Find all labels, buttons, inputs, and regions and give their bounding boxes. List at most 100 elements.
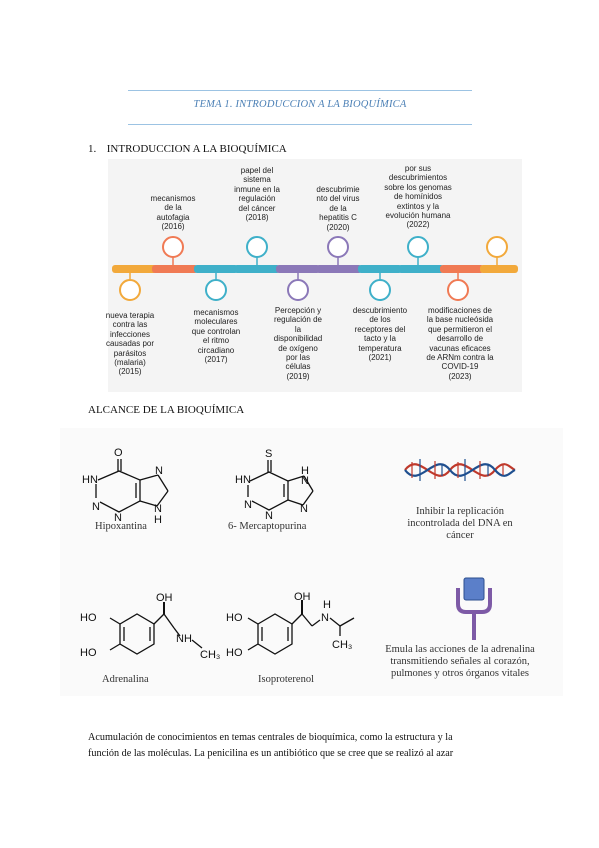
timeline-label-line: de los bbox=[369, 315, 391, 325]
timeline-label-line: por sus bbox=[404, 164, 432, 173]
timeline-label-line: del cáncer bbox=[238, 203, 276, 213]
timeline-node bbox=[447, 279, 469, 301]
timeline-node bbox=[369, 279, 391, 301]
timeline-node bbox=[246, 236, 268, 258]
timeline-label-line: (2022) bbox=[406, 220, 430, 230]
atom-label: OH bbox=[156, 592, 173, 604]
timeline-label-line: de ARNm contra la bbox=[426, 353, 494, 363]
atom-label: N bbox=[301, 475, 309, 487]
section-number: 1. bbox=[88, 143, 97, 155]
mercaptopurine-structure bbox=[247, 460, 314, 511]
atom-label: HO bbox=[226, 647, 243, 659]
timeline-label-line: mecanismos bbox=[150, 194, 196, 203]
atom-label: HO bbox=[80, 647, 97, 659]
timeline-node bbox=[407, 236, 429, 258]
timeline-segment bbox=[358, 265, 402, 273]
timeline-label-line: (malaria) bbox=[114, 358, 146, 368]
caption-line: Inhibir la replicación bbox=[415, 506, 505, 517]
adrenergic-receptor-icon bbox=[456, 577, 492, 640]
timeline-label-line: (2020) bbox=[326, 222, 350, 232]
body-paragraph: Acumulación de conocimientos en temas ce… bbox=[88, 730, 508, 762]
timeline-label-line: sobre los genomas bbox=[384, 182, 452, 192]
timeline-label-line: hepatitis C bbox=[319, 213, 357, 223]
timeline-label-line: descubrimie bbox=[316, 185, 360, 194]
caption-line: Emula las acciones de la adrenalina bbox=[385, 644, 535, 655]
alcance-heading: ALCANCE DE LA BIOQUÍMICA bbox=[88, 404, 245, 416]
timeline-label-line: de la bbox=[329, 203, 347, 213]
timeline-node bbox=[327, 236, 349, 258]
dna-helix-icon bbox=[404, 459, 516, 481]
timeline-label-line: desarrollo de bbox=[436, 334, 484, 344]
caption-line: cáncer bbox=[446, 530, 474, 541]
timeline-label-line: disponibilidad bbox=[273, 334, 323, 344]
timeline-segment bbox=[112, 265, 157, 273]
header-rule-top bbox=[128, 90, 472, 91]
timeline-label-line: (2016) bbox=[161, 222, 185, 232]
isoproterenol-structure bbox=[247, 600, 355, 655]
timeline-label-line: que controlan bbox=[191, 326, 241, 336]
timeline-label-line: temperatura bbox=[358, 343, 402, 353]
timeline-label-line: la bbox=[294, 324, 302, 334]
atom-label: NH bbox=[176, 633, 192, 645]
caption-line: pulmones y otros órganos vitales bbox=[390, 668, 530, 679]
atom-label: N bbox=[154, 503, 162, 515]
timeline-segment bbox=[398, 265, 444, 273]
timeline-node bbox=[119, 279, 141, 301]
atom-label: H bbox=[154, 514, 162, 526]
atom-label: H bbox=[301, 465, 309, 477]
timeline-label-line: de la bbox=[164, 203, 182, 213]
adrenaline-structure bbox=[109, 602, 203, 655]
header-rule-bottom bbox=[128, 124, 472, 125]
timeline-label-line: de homínidos bbox=[393, 192, 443, 202]
caption-line: transmitiendo señales al corazón, bbox=[390, 656, 530, 667]
biochemistry-scope-figure: O HN N N N N H Hipoxantina S HN N N H N … bbox=[60, 428, 563, 696]
timeline-node bbox=[162, 236, 184, 258]
atom-label: N bbox=[300, 503, 308, 515]
timeline-label-line: la base nucleósida bbox=[426, 315, 494, 325]
timeline-label-line: contra las bbox=[112, 320, 148, 330]
timeline-node bbox=[486, 236, 508, 258]
caption-line: incontrolada del DNA en bbox=[407, 518, 513, 529]
atom-label: HO bbox=[226, 612, 243, 624]
timeline-label-line: modificaciones de bbox=[427, 306, 493, 315]
timeline-label-line: descubrimientos bbox=[388, 173, 448, 183]
timeline-label-line: (2017) bbox=[204, 355, 228, 365]
atom-label: N bbox=[321, 612, 329, 624]
atom-label: N bbox=[114, 512, 122, 524]
timeline-label-line: Percepción y bbox=[274, 306, 322, 315]
timeline-label-line: el ritmo bbox=[202, 336, 230, 346]
atom-label: N bbox=[244, 499, 252, 511]
timeline-label-line: (2018) bbox=[245, 213, 269, 223]
timeline-label-line: parásitos bbox=[113, 348, 147, 358]
timeline-label-line: descubrimiento bbox=[352, 306, 408, 315]
paragraph-line: Acumulación de conocimientos en temas ce… bbox=[88, 732, 453, 743]
timeline-segment bbox=[234, 265, 280, 273]
timeline-segment bbox=[194, 265, 238, 273]
timeline-label-line: que permitieron el bbox=[427, 324, 493, 334]
atom-label: OH bbox=[294, 591, 311, 603]
timeline-label-line: (2019) bbox=[286, 371, 310, 381]
timeline-segment bbox=[440, 265, 484, 273]
timeline-label-line: células bbox=[285, 362, 311, 372]
timeline-label-line: moleculares bbox=[194, 317, 238, 327]
timeline-label-line: (2015) bbox=[118, 367, 142, 377]
atom-label: N bbox=[265, 510, 273, 522]
atom-label: N bbox=[92, 501, 100, 513]
timeline-label-line: infecciones bbox=[109, 329, 151, 339]
timeline-label-line: autofagia bbox=[156, 212, 190, 222]
section-title: INTRODUCCION A LA BIOQUÍMICA bbox=[106, 143, 287, 155]
atom-label: S bbox=[265, 448, 272, 460]
timeline-label-line: COVID-19 bbox=[441, 362, 479, 372]
timeline-label-line: (2021) bbox=[368, 353, 392, 363]
atom-label: HN bbox=[82, 474, 98, 486]
